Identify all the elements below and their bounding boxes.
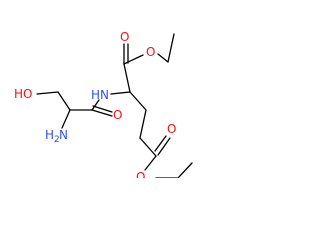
bond-calpha-nh2 — [61, 109, 71, 129]
bond-ca-n — [110, 91, 131, 95]
bond-cd-o-double-a — [157, 137, 171, 156]
amide-nitrogen: N — [100, 88, 109, 102]
bond-ch2-ch3-lower — [177, 162, 193, 178]
bond-cg-cd — [139, 137, 157, 157]
hydroxyl-group: HO — [14, 87, 32, 101]
bond-c1-c2 — [123, 63, 131, 93]
bond-cd-o-ester — [144, 155, 157, 171]
bond-cb-cg — [139, 109, 147, 139]
bond-co-o-a — [91, 109, 113, 117]
bond-ca-cb — [129, 91, 147, 111]
molecule-diagram: O O N H O HO H 2 N O O — [14, 30, 193, 178]
bond-n-co — [91, 99, 100, 111]
bond-calpha-ch2 — [57, 91, 71, 111]
bond-ch2-oh — [36, 91, 59, 95]
amine-h: H — [45, 128, 54, 142]
bond-cd-o-double-b — [154, 135, 167, 152]
amide-oxygen: O — [113, 108, 122, 122]
ester-oxygen-upper: O — [146, 45, 155, 59]
ester-oxygen-lower: O — [136, 170, 145, 178]
bond-co-o-b — [92, 105, 113, 113]
amide-hydrogen: H — [91, 88, 100, 102]
amine-subscript: 2 — [54, 135, 60, 145]
bond-ch2-ch3-upper — [167, 33, 175, 63]
bond-o-ch2-upper — [157, 53, 169, 63]
amine-n: N — [59, 128, 68, 142]
bond-c2-o-ester — [123, 54, 144, 65]
carbonyl-oxygen-lower: O — [167, 122, 176, 136]
carbonyl-oxygen-upper: O — [120, 30, 129, 44]
structure-svg: O O N H O HO H 2 N O O — [14, 30, 193, 178]
